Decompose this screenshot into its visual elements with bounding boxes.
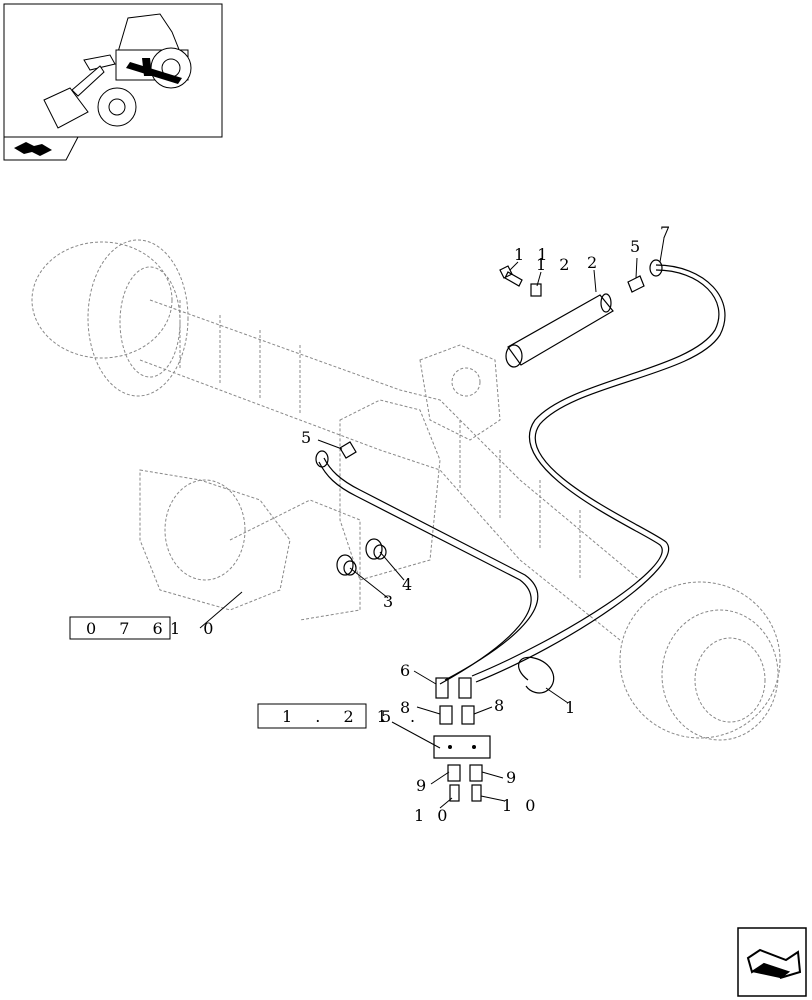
callout-8-left: 8 (400, 698, 414, 717)
callout-1: 1 (565, 698, 579, 717)
callout-labels: 1 1 1 2 2 5 7 5 3 4 6 1 8 8 9 9 1 0 1 0 … (301, 223, 674, 825)
callout-11: 1 1 (514, 245, 551, 264)
callout-9-right: 9 (506, 768, 520, 787)
accumulator-cylinder (505, 293, 614, 368)
reference-box-1-21[interactable]: 1 . 2 1 . (257, 703, 424, 729)
back-arrow-icon[interactable] (14, 142, 52, 156)
bolt (499, 265, 523, 287)
callout-9-left: 9 (416, 776, 430, 795)
callout-5-ref: 5 (381, 707, 395, 726)
axle-ghost-outline (31, 239, 781, 741)
callout-4: 4 (402, 575, 416, 594)
reference-box-076[interactable]: 0 7 6 1 0 (69, 616, 222, 640)
callout-8-right: 8 (494, 696, 508, 715)
callout-6: 6 (400, 661, 414, 680)
callout-2: 2 (587, 253, 601, 272)
loader-thumbnail-icon (43, 13, 192, 129)
nut (530, 283, 542, 297)
callout-3: 3 (383, 592, 397, 611)
reference-suffix: 1 0 (170, 619, 222, 638)
callout-5-mid: 5 (301, 428, 315, 447)
callout-7: 7 (660, 223, 674, 242)
plug-3 (336, 554, 357, 576)
callout-10-left: 1 0 (414, 806, 451, 825)
fitting-middle (339, 441, 357, 459)
callout-12: 1 2 (536, 255, 573, 274)
thumbnail-panel[interactable] (3, 3, 223, 161)
hydraulic-parts (315, 259, 726, 802)
callout-10-right: 1 0 (502, 796, 539, 815)
snap-ring (518, 656, 555, 694)
plug-4 (365, 538, 387, 560)
callout-5-top: 5 (630, 237, 644, 256)
fitting-top (627, 275, 645, 293)
next-page-arrow-icon[interactable] (737, 927, 807, 997)
leader-lines (199, 237, 665, 809)
reference-label: 1 . 2 1 . (282, 707, 424, 726)
reference-label: 0 7 6 (86, 619, 172, 638)
